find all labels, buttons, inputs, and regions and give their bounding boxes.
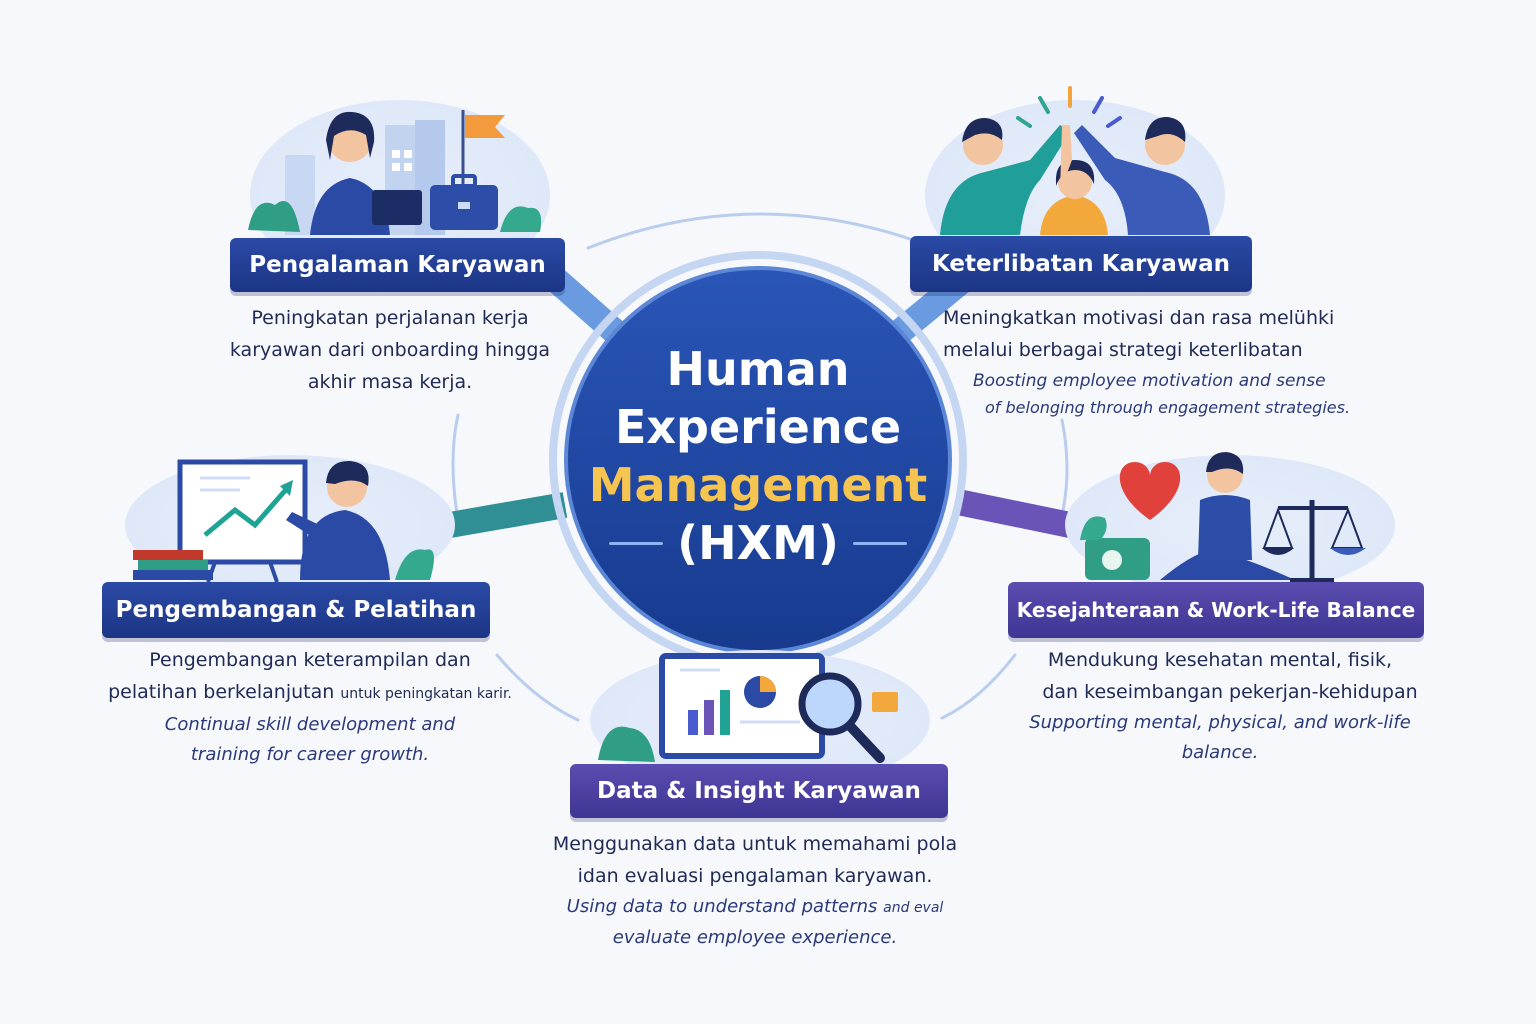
banner-title: Data & Insight Karyawan xyxy=(597,778,921,804)
presentation-growth-chart-icon xyxy=(125,455,455,595)
banner-title: Kesejahteraan & Work-Life Balance xyxy=(1016,598,1416,622)
desc-kesejahteraan: Mendukung kesehatan mental, fisik, dan k… xyxy=(1010,644,1430,768)
center-title-acronym-row: (HXM) xyxy=(560,514,956,572)
desc-line-part-small: untuk peningkatan karir. xyxy=(340,686,512,702)
desc-line-en: of belonging through engagement strategi… xyxy=(985,398,1351,417)
desc-pengalaman-karyawan: Peningkatan perjalanan kerja karyawan da… xyxy=(200,302,580,398)
desc-line-en: Continual skill development and xyxy=(164,714,456,735)
banner-title: Pengembangan & Pelatihan xyxy=(115,597,477,623)
center-title-line-1: Human xyxy=(666,342,850,396)
desc-line: Mendukung kesehatan mental, fisik, xyxy=(1047,649,1393,671)
center-title: Human Experience Management (HXM) xyxy=(560,340,956,572)
banner-title: Keterlibatan Karyawan xyxy=(932,251,1230,277)
acronym-dash-right xyxy=(852,541,907,545)
desc-line: pelatihan berkelanjutan untuk peningkata… xyxy=(90,676,530,710)
center-title-line-2: Experience xyxy=(614,400,902,454)
banner-kesejahteraan: Kesejahteraan & Work-Life Balance xyxy=(1008,582,1424,638)
desc-line-part: pelatihan berkelanjutan xyxy=(108,681,335,703)
desc-line: akhir masa kerja. xyxy=(307,371,473,393)
banner-pengembangan-pelatihan: Pengembangan & Pelatihan xyxy=(102,582,490,638)
desc-line-en: Supporting mental, physical, and work-li… xyxy=(1029,712,1411,733)
center-title-acronym: (HXM) xyxy=(677,516,839,570)
heart-meditation-scale-icon xyxy=(1065,452,1395,595)
desc-line: Pengembangan keterampilan dan xyxy=(149,649,471,671)
banner-keterlibatan-karyawan: Keterlibatan Karyawan xyxy=(910,236,1252,292)
desc-line: idan evaluasi pengalaman karyawan. xyxy=(577,865,933,887)
desc-line-part-small: and eval xyxy=(883,900,944,916)
desc-line: Meningkatkan motivasi dan rasa melühki xyxy=(943,307,1335,329)
desc-pengembangan-pelatihan: Pengembangan keterampilan dan pelatihan … xyxy=(90,644,530,770)
desc-line-part: Using data to understand patterns xyxy=(566,896,878,917)
center-title-line-3: Management xyxy=(588,458,928,512)
desc-line: Menggunakan data untuk memahami pola xyxy=(552,833,958,855)
banner-pengalaman-karyawan: Pengalaman Karyawan xyxy=(230,238,565,292)
desc-line: Peningkatan perjalanan kerja xyxy=(251,307,529,329)
desc-keterlibatan-karyawan: Meningkatkan motivasi dan rasa melühki m… xyxy=(905,302,1385,420)
desc-line: karyawan dari onboarding hingga xyxy=(229,339,551,361)
desc-line-en: training for career growth. xyxy=(190,744,430,765)
desc-line: dan keseimbangan pekerjan-kehidupan xyxy=(1042,681,1418,703)
desc-line-en: evaluate employee experience. xyxy=(612,927,898,948)
desc-data-insight: Menggunakan data untuk memahami pola ida… xyxy=(520,828,990,953)
banner-data-insight: Data & Insight Karyawan xyxy=(570,764,948,818)
desc-line-en: Boosting employee motivation and sense xyxy=(973,371,1326,391)
acronym-dash-left xyxy=(609,541,664,545)
desc-line: melalui berbagai strategi keterlibatan xyxy=(943,339,1303,361)
dashboard-magnifier-icon xyxy=(590,650,930,790)
desc-line-en: Using data to understand patterns and ev… xyxy=(520,892,990,923)
banner-title: Pengalaman Karyawan xyxy=(249,252,546,278)
orbit-arcs xyxy=(451,212,1069,722)
desc-line-en: balance. xyxy=(1181,742,1259,763)
